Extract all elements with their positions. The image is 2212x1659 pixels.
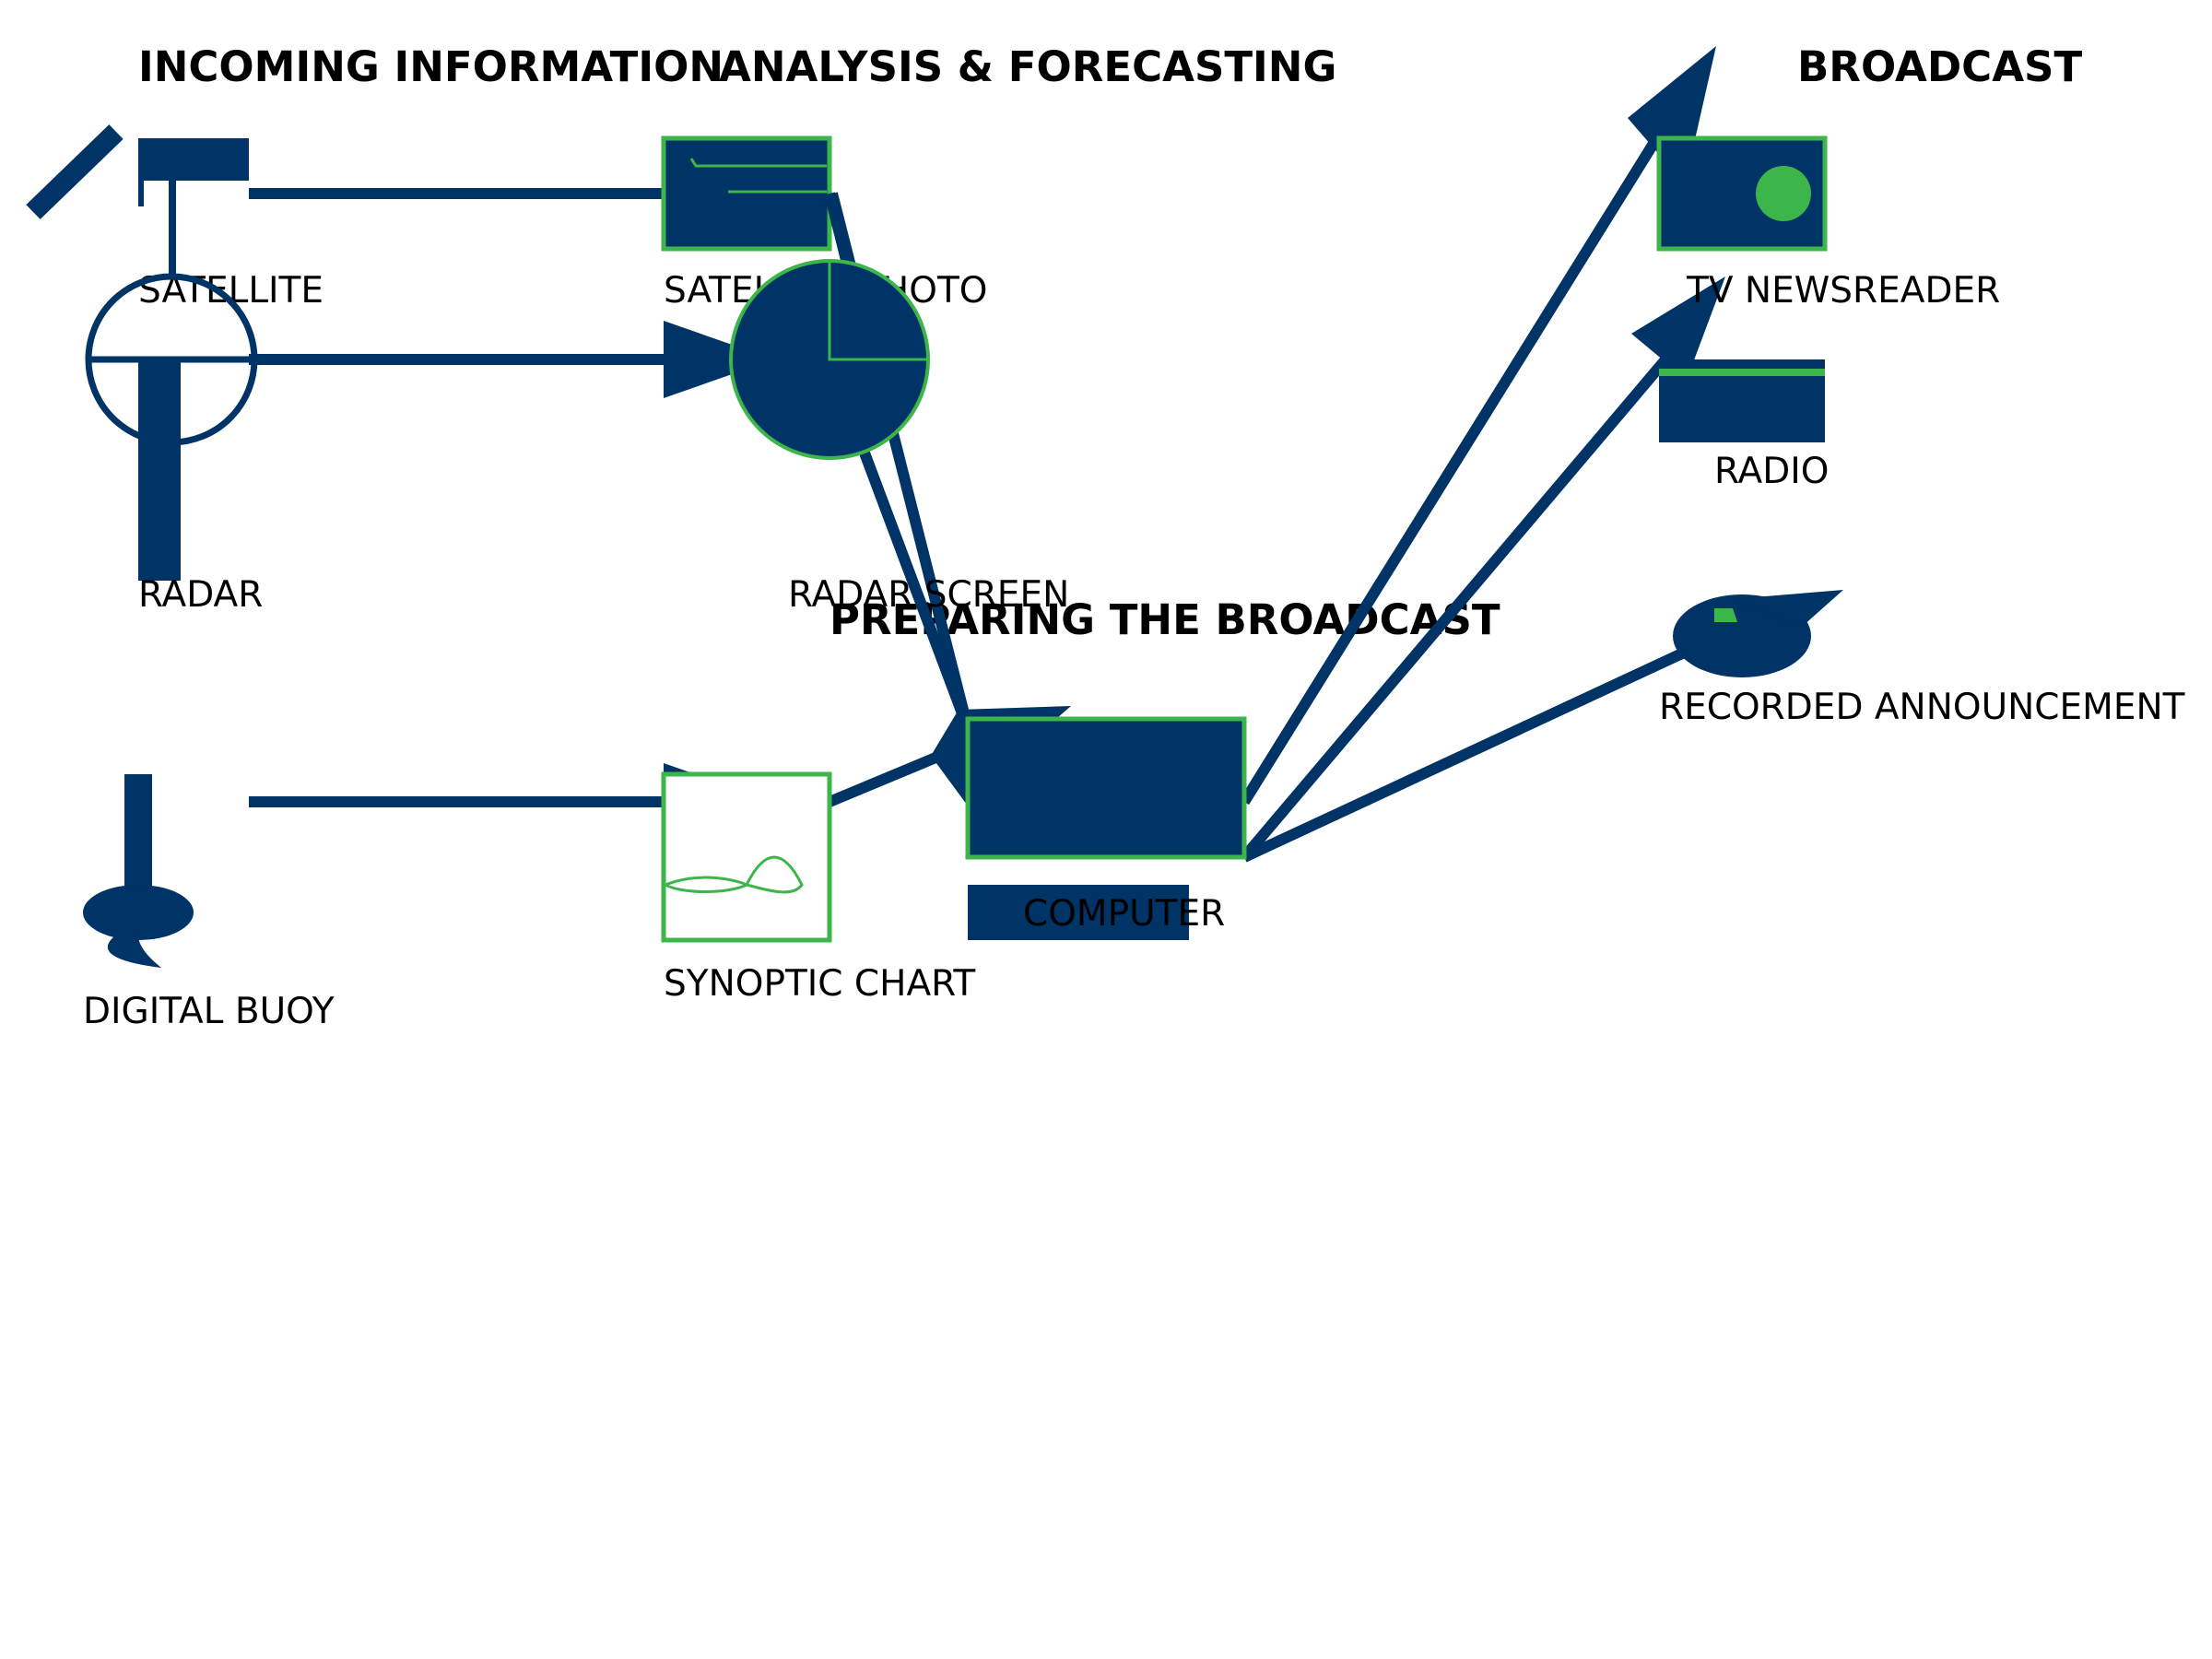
connector-computer-to-announcement	[1241, 641, 1699, 863]
telephone-icon	[1673, 590, 1843, 677]
satellite-icon	[26, 124, 249, 276]
label-radar: RADAR	[138, 574, 263, 616]
label-tv-newsreader: TV NEWSREADER	[1686, 270, 2000, 312]
buoy-icon	[83, 774, 194, 968]
arrowhead-radar-screen	[664, 321, 774, 398]
label-recorded-announcement: RECORDED ANNOUNCEMENT	[1659, 687, 2185, 728]
arrowhead-tv	[1628, 46, 1716, 184]
connector-computer-to-tv	[1239, 116, 1674, 806]
connector-screen-to-computer	[852, 430, 973, 731]
label-radio: RADIO	[1714, 451, 1829, 492]
arrowhead-radio	[1631, 276, 1725, 380]
heading-analysis-forecasting: ANALYSIS & FORECASTING	[719, 42, 1336, 91]
radio-icon	[1659, 359, 1825, 442]
computer-icon	[965, 716, 1247, 940]
synoptic-chart-icon	[661, 771, 832, 943]
label-synoptic-chart: SYNOPTIC CHART	[664, 963, 975, 1005]
connector-computer-to-radio	[1240, 342, 1682, 861]
heading-broadcast: BROADCAST	[1797, 42, 2082, 91]
label-computer: COMPUTER	[1023, 893, 1225, 935]
heading-incoming-information: INCOMING INFORMATION	[138, 42, 724, 91]
radar-dish-icon	[85, 273, 258, 581]
tv-icon	[1656, 135, 1828, 252]
label-digital-buoy: DIGITAL BUOY	[83, 991, 335, 1032]
label-radar-screen: RADAR SCREEN	[788, 574, 1069, 616]
radar-screen-icon	[729, 259, 930, 460]
